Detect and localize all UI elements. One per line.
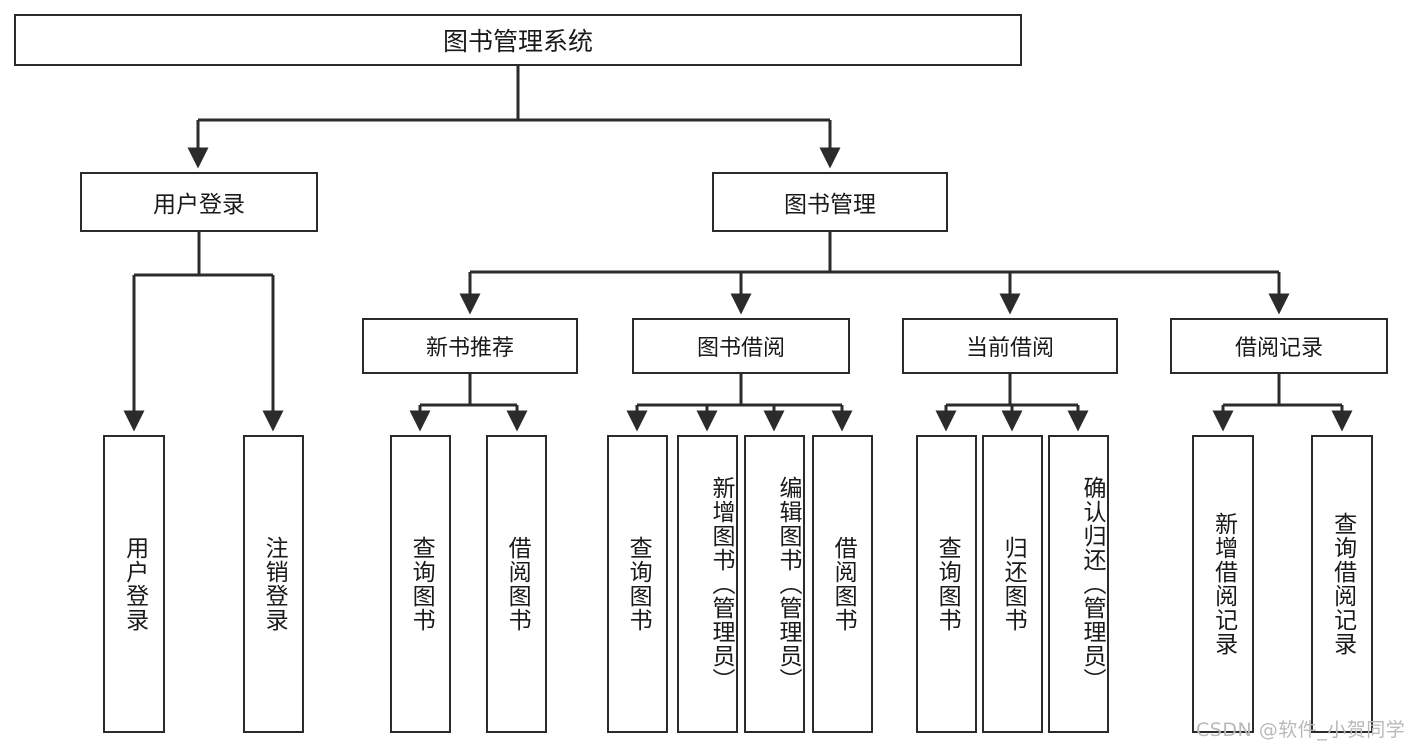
node-current-borrow[interactable]: 当前借阅 (902, 318, 1118, 374)
leaf-query-borrow-record[interactable]: 查询借阅记录 (1311, 435, 1373, 733)
node-new-book-recommend[interactable]: 新书推荐 (362, 318, 578, 374)
leaf-user-login[interactable]: 用户登录 (103, 435, 165, 733)
leaf-query-book-current[interactable]: 查询图书 (916, 435, 977, 733)
leaf-confirm-return-admin[interactable]: 确认归还（管理员） (1048, 435, 1109, 733)
leaf-add-book-admin[interactable]: 新增图书（管理员） (677, 435, 738, 733)
node-book-borrow[interactable]: 图书借阅 (632, 318, 850, 374)
leaf-borrow-book[interactable]: 借阅图书 (812, 435, 873, 733)
leaf-return-book[interactable]: 归还图书 (982, 435, 1043, 733)
leaf-query-book-borrow[interactable]: 查询图书 (607, 435, 668, 733)
node-borrow-record[interactable]: 借阅记录 (1170, 318, 1388, 374)
node-user-login[interactable]: 用户登录 (80, 172, 318, 232)
leaf-query-book-new[interactable]: 查询图书 (390, 435, 451, 733)
leaf-user-logout[interactable]: 注销登录 (243, 435, 304, 733)
node-root[interactable]: 图书管理系统 (14, 14, 1022, 66)
leaf-add-borrow-record[interactable]: 新增借阅记录 (1192, 435, 1254, 733)
leaf-borrow-book-new[interactable]: 借阅图书 (486, 435, 547, 733)
leaf-edit-book-admin[interactable]: 编辑图书（管理员） (744, 435, 805, 733)
node-book-management[interactable]: 图书管理 (712, 172, 948, 232)
